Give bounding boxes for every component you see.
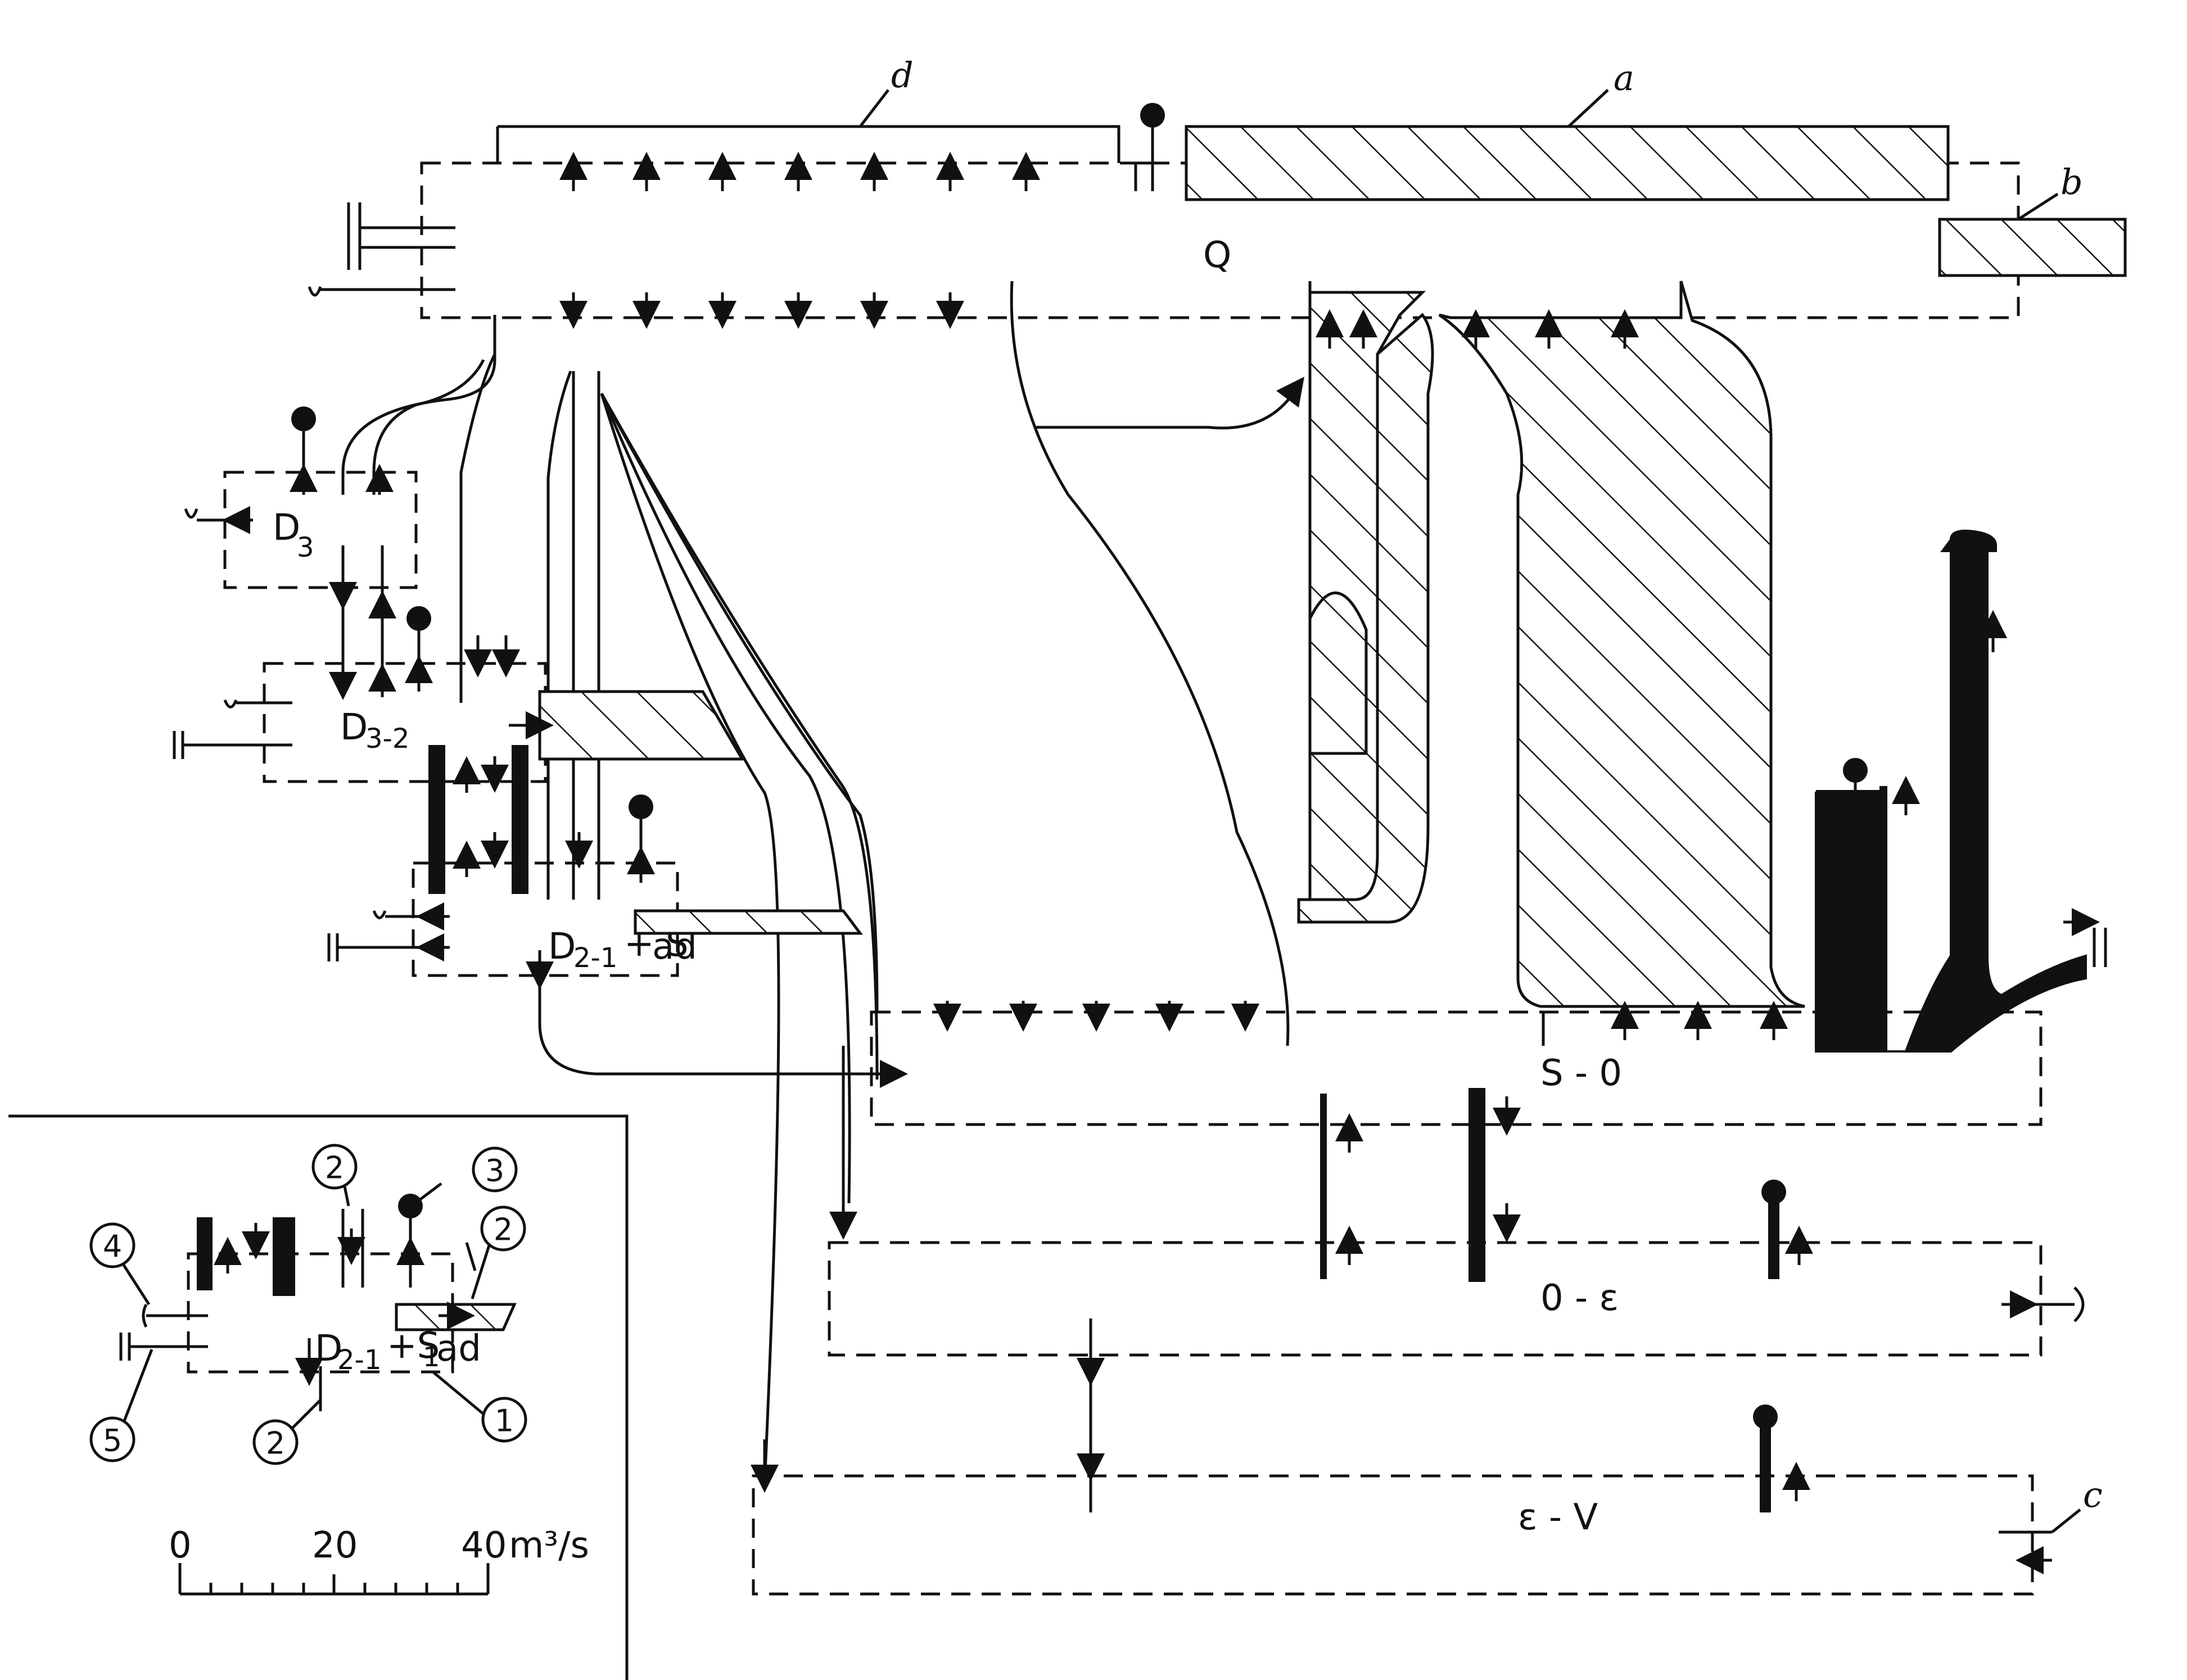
scale-tick-40: 40 (461, 1525, 507, 1566)
ev-label: ε - V (1518, 1497, 1598, 1538)
scale-bar: 0 20 40 m³/s (169, 1525, 589, 1596)
hatched-region-main (1297, 281, 1805, 1008)
bar-marker-icon (197, 1217, 213, 1290)
legend-marker-2-right: 2 (494, 1212, 513, 1248)
letter-labels: d a b c Q (859, 55, 2103, 1533)
d21-label: D (548, 926, 576, 968)
legend-inset: D 2-1 +S 1 ad 1 2 2 2 3 4 5 (8, 1114, 629, 1680)
d3-box: D 3 (184, 407, 418, 589)
d3-label: D (273, 507, 300, 549)
oe-label: 0 - ε (1540, 1277, 1619, 1319)
d32-label: D (340, 707, 368, 748)
oe-box: 0 - ε (828, 1046, 2085, 1357)
legend-box-label-ad: ad (436, 1328, 481, 1370)
legend-box-label-plus: +S (387, 1325, 440, 1367)
scale-unit: m³/s (509, 1525, 589, 1566)
legend-box-label-sub2: 1 (423, 1342, 440, 1373)
scale-tick-20: 20 (312, 1525, 358, 1566)
bar-marker-icon (273, 1217, 295, 1296)
legend-marker-2-top: 2 (325, 1150, 344, 1186)
d3-label-sub: 3 (297, 532, 314, 563)
s0-label: S - 0 (1540, 1053, 1622, 1094)
s0-box: S - 0 (870, 1001, 2043, 1126)
label-b: b (2061, 161, 2083, 202)
lollipop-marker-icon (398, 1194, 423, 1218)
d32-label-sub: 3-2 (365, 723, 409, 755)
hatch-arrows-up (1316, 309, 1639, 349)
legend-marker-4: 4 (103, 1229, 122, 1264)
d32-d21-bars (428, 745, 593, 894)
ev-box: ε - V (751, 1404, 2052, 1596)
center-curves (1010, 281, 1304, 1046)
top-flow-box (420, 125, 2127, 319)
legend-marker-1: 1 (495, 1403, 514, 1439)
d3-d32-connectors (329, 545, 433, 700)
left-channel-curves (341, 315, 879, 1485)
solid-outflow-stack (1815, 530, 2107, 1053)
s0-oe-bars (1320, 1088, 1521, 1282)
label-a: a (1614, 57, 1634, 98)
d21-label-sub: 2-1 (573, 942, 617, 974)
legend-box-label-sub: 2-1 (337, 1344, 381, 1376)
legend-marker-3: 3 (485, 1153, 504, 1189)
scale-tick-0: 0 (169, 1525, 192, 1566)
legend-marker-2-bottom: 2 (266, 1426, 285, 1461)
top-box-arrows-up (559, 152, 1040, 191)
label-c: c (2083, 1474, 2103, 1515)
bar-marker-icon (512, 745, 528, 894)
label-d: d (891, 55, 914, 96)
bar-marker-icon (428, 745, 445, 894)
top-lollipop-marker (1134, 103, 1165, 191)
label-q: Q (1203, 234, 1231, 276)
d32-box: D 3-2 (173, 635, 745, 783)
legend-marker-5: 5 (103, 1423, 122, 1458)
top-box-arrows-down (559, 292, 964, 329)
d21-box: D 2-1 + S ad (327, 794, 908, 1088)
top-box-outflows (308, 202, 455, 297)
legend-box-label: D (315, 1328, 342, 1370)
